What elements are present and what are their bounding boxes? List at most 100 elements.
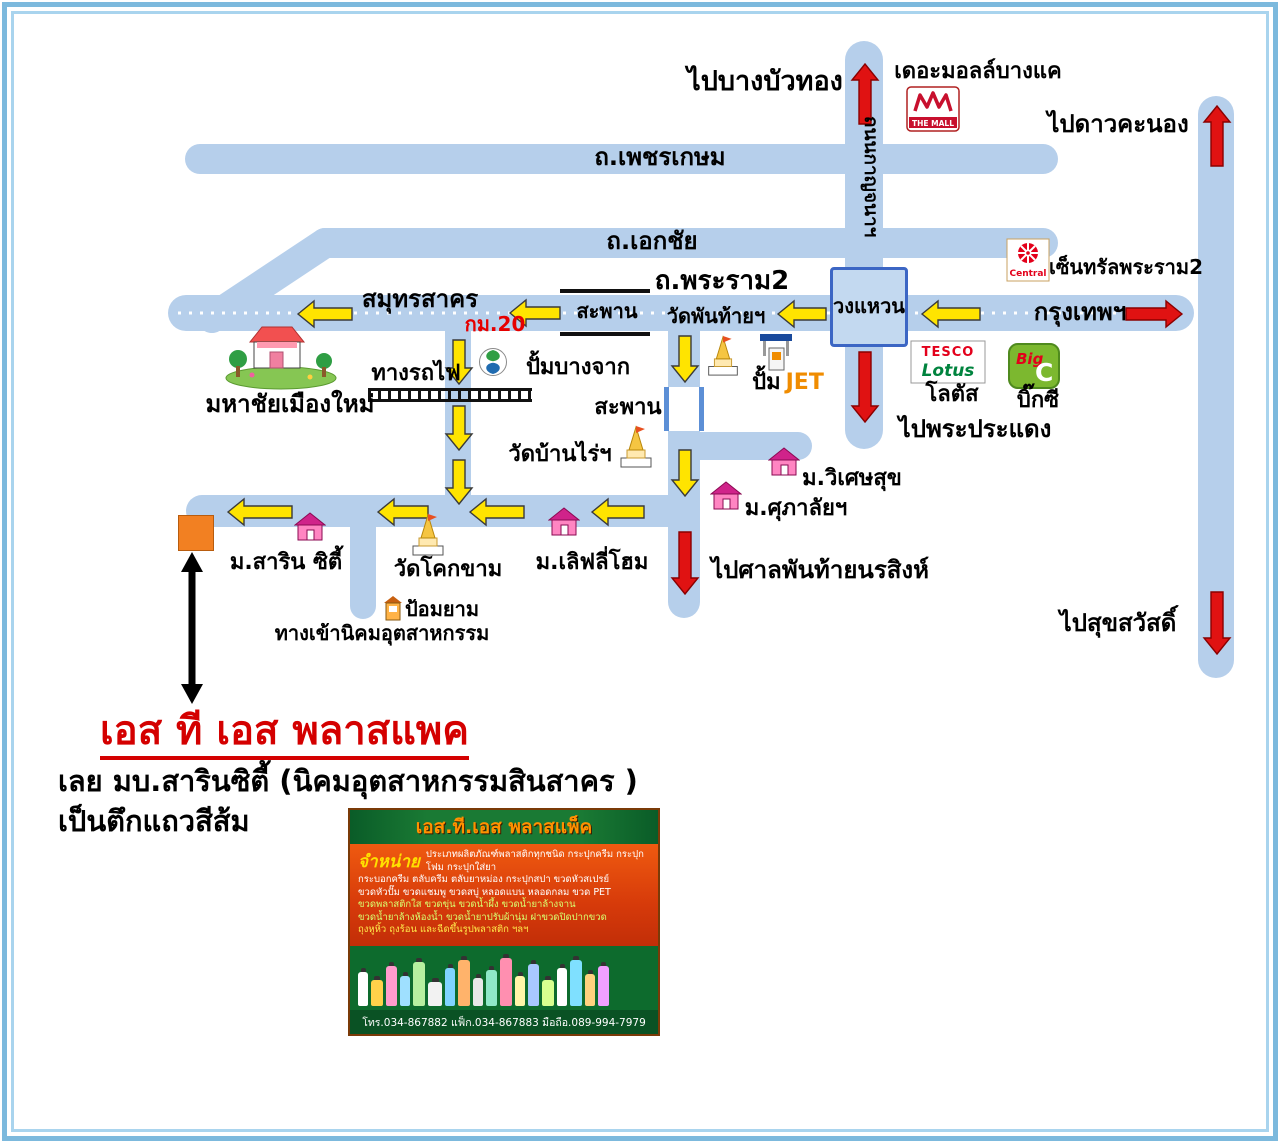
label-central-rama2: เซ็นทรัลพระราม2	[1049, 257, 1203, 278]
product-bottle	[371, 976, 383, 1006]
label-mu-sarin-city-text: ม.สาริน ซิตี้	[229, 550, 343, 575]
product-bottle	[428, 978, 442, 1006]
label-wat-ban-rai-text: วัดบ้านไร่ฯ	[508, 442, 612, 467]
label-mahachai-muang-mai: มหาชัยเมืองใหม่	[205, 390, 375, 418]
sarin-city-house-icon	[293, 512, 327, 542]
arrow-west-left-4	[226, 497, 293, 527]
product-bottle	[413, 958, 425, 1006]
label-phetkasem-road: ถ.เพชรเกษม	[594, 144, 725, 170]
label-to-suk-sawat: ไปสุขสวัสดิ์	[1059, 609, 1177, 637]
arrow-west-left-2	[468, 497, 525, 527]
svg-text:TESCO: TESCO	[922, 345, 975, 360]
label-mu-lovely-home: ม.เลิฟลี่โฮม	[536, 551, 649, 574]
label-ring-road-text: วงแหวน	[833, 294, 905, 318]
label-bridge-phanthai: สะพาน	[594, 396, 661, 419]
svg-text:Big: Big	[1016, 350, 1044, 368]
svg-text:Lotus: Lotus	[922, 361, 975, 381]
wat-ban-rai-icon	[614, 424, 658, 470]
label-ekachai-road-text: ถ.เอกชัย	[606, 227, 698, 255]
label-railway: ทางรถไฟ	[371, 362, 460, 385]
label-lotus-text: โลตัส	[925, 382, 979, 407]
label-bangchak-station-text: ปั้มบางจาก	[525, 355, 631, 380]
label-ring-road: วงแหวน	[833, 296, 905, 317]
label-mahachai-muang-mai-text: มหาชัยเมืองใหม่	[205, 390, 375, 418]
mahachai-village-icon	[224, 322, 339, 390]
card-product-list: ประเภทผลิตภัณฑ์พลาสติกทุกชนิด กระปุกครีม…	[358, 849, 650, 937]
arrow-west-left-3	[376, 497, 429, 527]
bridge-rama2	[560, 289, 650, 336]
arrow-bangchak-down-2	[444, 405, 474, 452]
card-product-line: ประเภทผลิตภัณฑ์พลาสติกทุกชนิด กระปุกครีม…	[425, 849, 644, 873]
label-wat-khok-kham: วัดโคกขาม	[394, 558, 502, 581]
product-bottle	[358, 968, 368, 1006]
label-to-suk-sawat-text: ไปสุขสวัสดิ์	[1059, 609, 1177, 637]
sts-building-marker	[178, 515, 214, 551]
label-samut-sakhon-text: สมุทรสาคร	[361, 285, 479, 313]
label-bridge-rama2: สะพาน	[576, 301, 637, 322]
product-bottle	[528, 960, 539, 1006]
jet-station-icon	[760, 334, 792, 372]
label-samut-sakhon: สมุทรสาคร	[361, 285, 479, 313]
arrow-phanthai-down-red	[670, 531, 700, 596]
business-card: เอส.ที.เอส พลาสแพ็ค จำหน่าย ประเภทผลิตภั…	[348, 808, 660, 1036]
label-bangkok: กรุงเทพฯ	[1033, 298, 1127, 326]
ring-road-box	[830, 267, 908, 347]
label-to-dao-khanong-text: ไปดาวคะนอง	[1047, 110, 1189, 138]
label-ekachai-road: ถ.เอกชัย	[606, 227, 698, 255]
card-product-line: กระบอกครีม ตลับครีม ตลับยาหม่อง กระปุกสป…	[358, 874, 610, 886]
card-product-photos	[350, 946, 658, 1010]
card-phone-line: โทร.034-867882 แฟ็ก.034-867883 มือถือ.08…	[350, 1010, 658, 1034]
bangchak-station-icon	[478, 347, 508, 377]
card-title: เอส.ที.เอส พลาสแพ็ค	[415, 816, 593, 838]
route-pointer-double-arrow	[181, 552, 203, 704]
label-mu-supalai: ม.ศุภาลัยฯ	[745, 497, 847, 520]
card-sell-word: จำหน่าย	[358, 852, 420, 872]
label-to-dao-khanong: ไปดาวคะนอง	[1047, 110, 1189, 138]
svg-text:THE MALL: THE MALL	[912, 119, 954, 128]
bridge-phanthai	[664, 387, 704, 431]
direction-note-2: เป็นตึกแถวสีส้ม	[58, 804, 250, 838]
the-mall-logo: THE MALL	[906, 86, 960, 132]
product-bottle	[515, 972, 525, 1006]
label-to-bang-bua-thong-text: ไปบางบัวทอง	[687, 66, 843, 97]
arrow-bangchak-down-3	[444, 459, 474, 506]
wat-khok-kham-icon	[406, 512, 450, 558]
card-product-line: ขวดน้ำยาล้างห้องน้ำ ขวดน้ำยาปรับผ้านุ่ม …	[358, 911, 607, 923]
card-product-line: ขวดหัวปั๊ม ขวดแชมพู ขวดสบู่ หลอดแบน หลอด…	[358, 886, 611, 898]
guard-post-icon	[384, 596, 402, 622]
arrow-rama2-left-1	[296, 299, 353, 329]
label-central-rama2-text: เซ็นทรัลพระราม2	[1048, 255, 1204, 279]
label-mu-sarin-city: ม.สาริน ซิตี้	[230, 551, 342, 574]
product-bottle	[598, 962, 609, 1006]
label-km20: กม.20	[465, 314, 526, 335]
label-to-phanthai-shrine-text: ไปศาลพันท้ายนรสิงห์	[711, 556, 929, 584]
label-bridge-phanthai-text: สะพาน	[594, 395, 662, 420]
company-title-text: เอส ที เอส พลาสแพค	[100, 708, 470, 760]
arrow-kanchana-down-red	[850, 351, 880, 424]
product-bottle	[400, 972, 410, 1006]
label-wat-phanthai: วัดพันท้ายฯ	[667, 306, 765, 327]
label-guard-post: ป้อมยาม	[405, 599, 479, 620]
arrow-rama2-left-2	[508, 298, 561, 328]
arrow-rama2-right-red	[1125, 299, 1184, 329]
product-bottle	[585, 970, 595, 1006]
label-mu-wiset-suk: ม.วิเศษสุข	[802, 467, 902, 490]
label-railway-text: ทางรถไฟ	[371, 361, 461, 386]
card-product-line: ขวดพลาสติกใส ขวดขุ่น ขวดน้ำผึ้ง ขวดน้ำยา…	[358, 899, 576, 911]
svg-text:C: C	[1035, 358, 1053, 387]
arrow-kanchana-up-red	[850, 62, 880, 125]
product-bottle	[500, 954, 512, 1006]
label-mu-wiset-suk-text: ม.วิเศษสุข	[802, 466, 902, 491]
label-rama2-road-text: ถ.พระราม2	[654, 266, 790, 296]
label-bangkok-text: กรุงเทพฯ	[1033, 298, 1127, 326]
product-bottle	[542, 976, 554, 1006]
card-header: เอส.ที.เอส พลาสแพ็ค	[350, 810, 658, 844]
label-the-mall-bangkae: เดอะมอลล์บางแค	[894, 60, 1061, 83]
label-industrial-entrance: ทางเข้านิคมอุตสาหกรรม	[275, 623, 490, 644]
label-mu-lovely-home-text: ม.เลิฟลี่โฮม	[535, 550, 649, 575]
arrow-rama2-left-3	[776, 299, 827, 329]
